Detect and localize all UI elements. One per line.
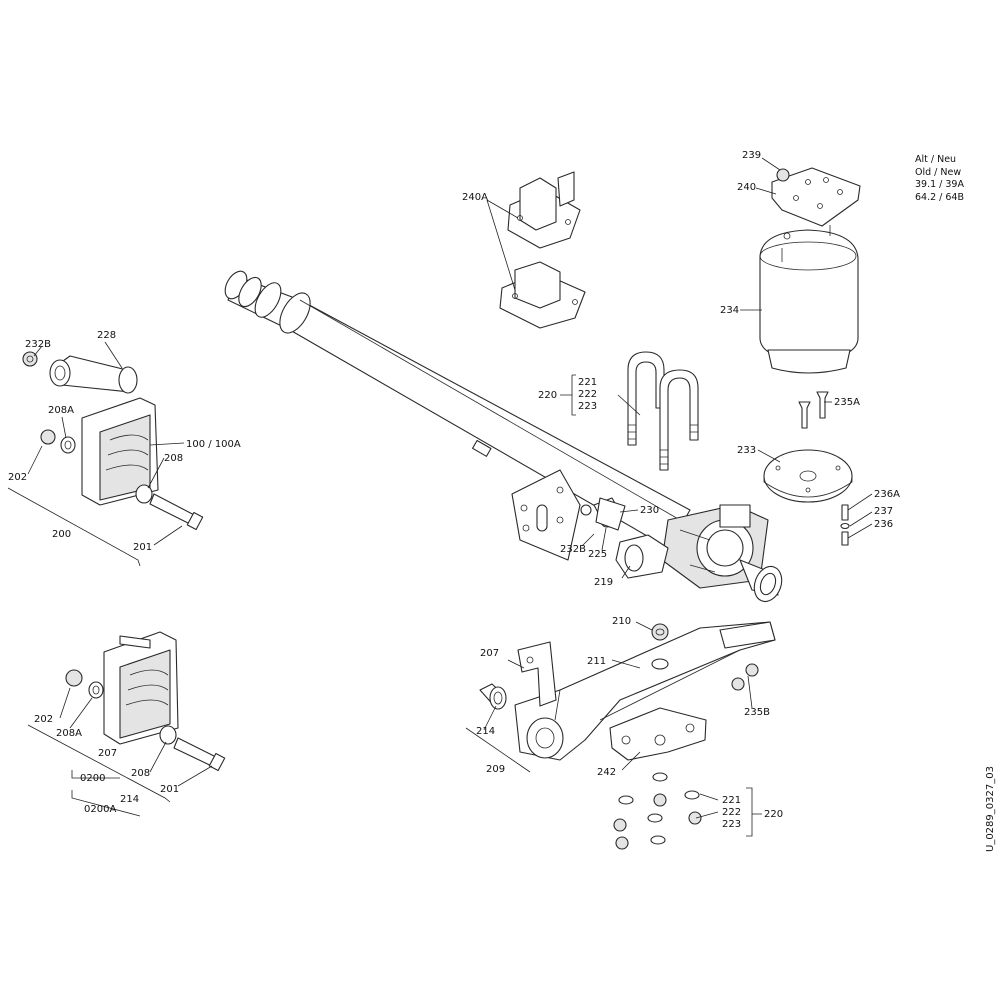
part-labels: 239 240 240A 234 235A 233 236A 237 236 2… — [8, 150, 900, 830]
label-214: 214 — [476, 726, 495, 737]
shock-pin-parts — [580, 497, 626, 531]
label-235B: 235B — [744, 707, 770, 718]
label-211: 211 — [587, 656, 606, 667]
label-207-bottom: 207 — [98, 748, 117, 759]
label-236A: 236A — [874, 489, 900, 500]
label-235A: 235A — [834, 397, 860, 408]
label-232B-center: 232B — [560, 544, 586, 555]
label-240: 240 — [737, 182, 756, 193]
nuts-235B — [731, 663, 759, 691]
hanger-bracket-bottom — [65, 631, 226, 772]
label-240A: 240A — [462, 192, 488, 203]
plate-233 — [763, 449, 853, 503]
label-232B: 232B — [25, 339, 51, 350]
axle-bracket — [511, 469, 581, 561]
air-spring — [759, 167, 861, 374]
note-line: 64.2 / 64B — [915, 191, 964, 203]
label-220-top: 220 — [538, 390, 557, 401]
label-219: 219 — [594, 577, 613, 588]
label-220-bottom: 220 — [764, 809, 783, 820]
label-207: 207 — [480, 648, 499, 659]
label-214-bottom: 214 — [120, 794, 139, 805]
trailing-arm — [514, 621, 776, 761]
bracket-207 — [517, 641, 557, 707]
leader-lines — [7, 157, 873, 837]
label-208-bottom: 208 — [131, 768, 150, 779]
washers-nuts-bottom — [613, 772, 702, 850]
hub-assembly — [661, 504, 783, 603]
note-line: 39.1 / 39A — [915, 179, 964, 190]
version-note: Alt / Neu Old / New 39.1 / 39A 64.2 / 64… — [915, 154, 964, 204]
label-208A: 208A — [48, 405, 74, 416]
label-210: 210 — [612, 616, 631, 627]
hanger-bracket-top — [40, 397, 204, 531]
u-bolts — [627, 351, 699, 471]
label-223-bottom: 223 — [722, 819, 741, 830]
label-228: 228 — [97, 330, 116, 341]
label-208A-bottom: 208A — [56, 728, 82, 739]
shock-absorber — [22, 351, 138, 394]
label-202-bottom: 202 — [34, 714, 53, 725]
hardware-236 — [840, 504, 850, 546]
label-208: 208 — [164, 453, 183, 464]
bushing-214 — [479, 683, 507, 710]
label-221-bottom: 221 — [722, 795, 741, 806]
label-201: 201 — [133, 542, 152, 553]
label-221-top: 221 — [578, 377, 597, 388]
label-234: 234 — [720, 305, 739, 316]
label-0200: 0200 — [80, 773, 105, 784]
label-230: 230 — [640, 505, 659, 516]
note-line: Alt / Neu — [915, 154, 957, 165]
label-209: 209 — [486, 764, 505, 775]
label-100-100A: 100 / 100A — [186, 439, 241, 450]
note-line: Old / New — [915, 166, 962, 178]
document-id: U_0289_0327_03 — [985, 766, 996, 852]
axle-beam — [224, 270, 691, 549]
screws-235A — [798, 391, 829, 429]
brackets-240A — [499, 171, 586, 329]
label-201-bottom: 201 — [160, 784, 179, 795]
label-242: 242 — [597, 767, 616, 778]
label-233: 233 — [737, 445, 756, 456]
label-222-bottom: 222 — [722, 807, 741, 818]
label-202: 202 — [8, 472, 27, 483]
label-200: 200 — [52, 529, 71, 540]
label-0200A: 0200A — [84, 804, 116, 815]
plate-242 — [609, 707, 707, 761]
label-222-top: 222 — [578, 389, 597, 400]
label-237: 237 — [874, 506, 893, 517]
label-236: 236 — [874, 519, 893, 530]
label-239: 239 — [742, 150, 761, 161]
label-225: 225 — [588, 549, 607, 560]
label-223-top: 223 — [578, 401, 597, 412]
